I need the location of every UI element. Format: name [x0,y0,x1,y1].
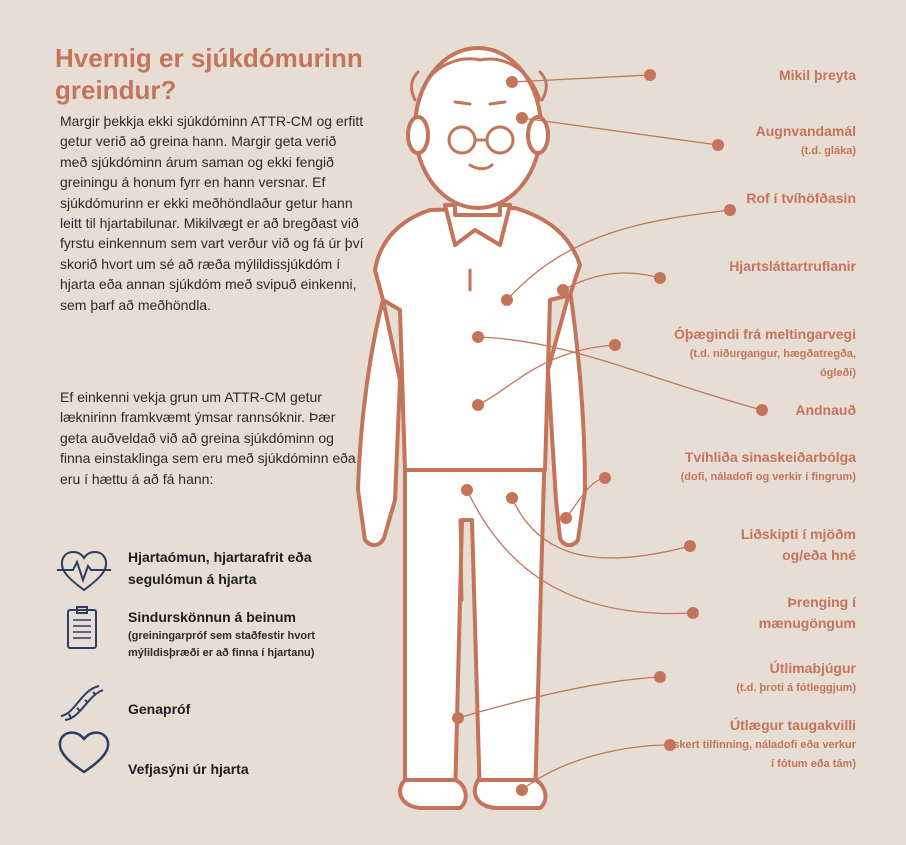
symptom-edema: Útlimabjúgur (t.d. þroti á fótleggjum) [736,660,856,694]
intro-paragraph-2: Ef einkenni vekja grun um ATTR-CM getur … [60,389,356,487]
symptom-spinal: Þrenging í mænugöngum [758,594,856,631]
page-title: Hvernig er sjúkdómurinn greindur? [55,43,363,105]
test-label: Genapróf [128,701,191,717]
dna-icon [60,685,104,721]
symptom-dyspnea: Andnauð [795,402,856,418]
symptom-gi: Óþægindi frá meltingarvegi (t.d. niðurga… [673,326,856,379]
heartbeat-icon [57,551,111,592]
test-label: Vefjasýni úr hjarta [128,761,249,777]
test-label: Sindurskönnun á beinum [128,609,297,625]
test-label: Hjartaómun, hjartarafrit eða segulómun á… [128,549,312,587]
intro-paragraph: Margir þekkja ekki sjúkdóminn ATTR-CM og… [60,113,364,313]
left-arm [356,298,402,547]
legs [403,438,547,802]
symptom-neuropathy: Útlægur taugakvilli (skert tilfinning, n… [669,717,856,770]
heart-icon [58,731,110,774]
right-arm [546,288,587,547]
symptom-eye: Augnvandamál (t.d. gláka) [755,123,856,157]
symptom-fatigue: Mikil þreyta [778,67,856,83]
symptom-carpal: Tvíhliða sinaskeiðarbólga (dofi, náladof… [680,449,856,483]
clipboard-icon [67,606,97,649]
test-sub: (greiningarpróf sem staðfestir hvort mýl… [128,630,316,659]
symptom-arrhythmia: Hjartsláttartruflanir [729,258,856,274]
left-shoe [398,778,468,810]
symptom-joint: Liðskipti í mjöðm og/eða hné [740,526,856,563]
right-shoe [472,778,548,810]
symptom-biceps: Rof í tvíhöfðasin [746,190,856,206]
